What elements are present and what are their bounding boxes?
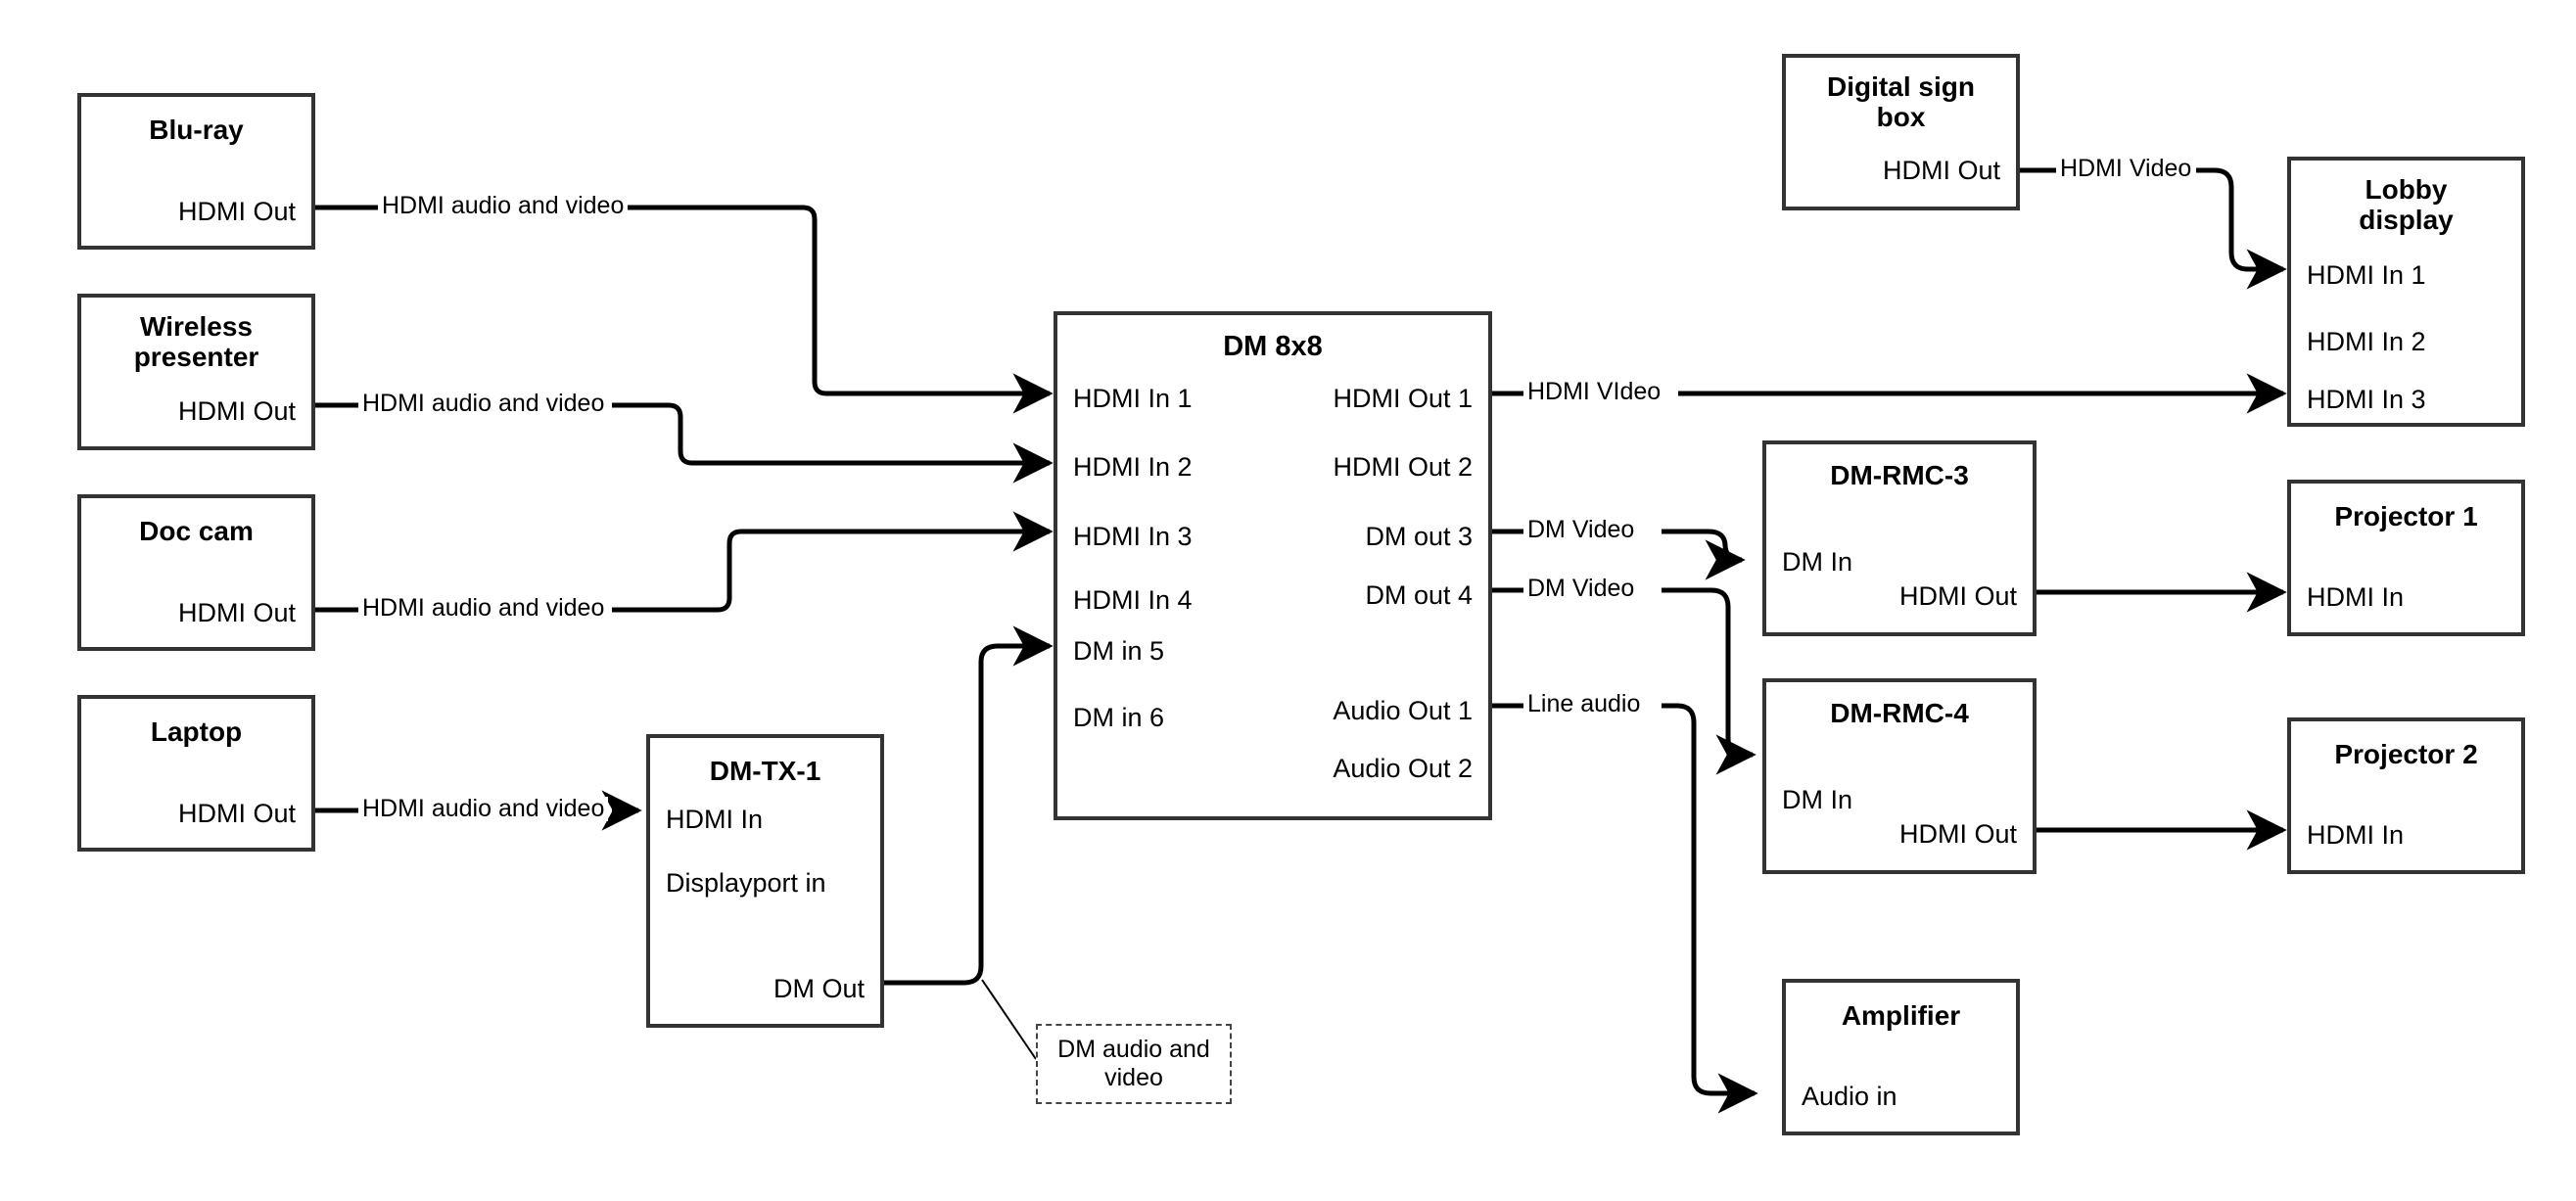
port-dm-out-4: DM out 4 [1365,580,1473,610]
node-title: Wireless presenter [133,311,259,373]
port-dm-out-3: DM out 3 [1365,522,1473,551]
edge-label-laptop: HDMI audio and video [358,797,609,821]
node-title: DM-TX-1 [709,756,821,786]
port-hdmi-in: HDMI In [666,805,764,834]
node-title: Doc cam [139,516,254,546]
note-dm-audio-and-video: DM audio and video [1036,1024,1232,1104]
edge-label-line-audio: Line audio [1523,692,1645,716]
node-title: Laptop [150,716,243,747]
port-hdmi-out: HDMI Out [177,799,296,828]
wire-doccam-to-dm-hdmi-in-3 [315,531,1050,613]
node-doc-cam[interactable]: Doc cam HDMI Out [77,494,315,651]
port-hdmi-in-1: HDMI In 1 [2307,260,2426,290]
port-hdmi-in: HDMI In [2307,582,2405,612]
node-title: Digital sign box [1827,71,1975,133]
port-hdmi-out-1: HDMI Out 1 [1333,384,1473,413]
port-hdmi-out-2: HDMI Out 2 [1333,452,1473,482]
node-projector-2[interactable]: Projector 2 HDMI In [2287,717,2525,874]
port-dm-in: DM In [1782,785,1853,814]
node-amplifier[interactable]: Amplifier Audio in [1782,979,2020,1135]
edge-label-doccam: HDMI audio and video [358,596,609,621]
node-title: Projector 2 [2334,739,2478,769]
port-dm-out: DM Out [773,974,865,1003]
port-hdmi-out: HDMI Out [177,197,296,226]
edge-label-hdmi-out-1: HDMI VIdeo [1523,380,1665,404]
port-audio-out-1: Audio Out 1 [1333,696,1473,725]
edge-label-sign-to-lobby: HDMI Video [2056,157,2196,181]
node-dm-tx-1[interactable]: DM-TX-1 HDMI In Displayport in DM Out [646,734,884,1028]
port-hdmi-out: HDMI Out [1898,819,2017,849]
edge-label-dm-out-3: DM Video [1523,518,1639,542]
node-dm-rmc-4[interactable]: DM-RMC-4 DM In HDMI Out [1762,678,2037,874]
node-title: Amplifier [1841,1000,1961,1031]
node-title: DM-RMC-3 [1830,460,1969,490]
port-hdmi-out: HDMI Out [1882,156,2000,185]
wire-dmtx1-to-dm-in-5 [884,625,1054,986]
node-laptop[interactable]: Laptop HDMI Out [77,695,315,852]
edge-label-bluray: HDMI audio and video [378,194,629,218]
node-dm-rmc-3[interactable]: DM-RMC-3 DM In HDMI Out [1762,440,2037,636]
node-title: DM-RMC-4 [1830,698,1969,728]
node-lobby-display[interactable]: Lobby display HDMI In 1 HDMI In 2 HDMI I… [2287,157,2525,427]
port-hdmi-in-2: HDMI In 2 [1073,452,1193,482]
wire-dm-out-3-to-rmc3 [1492,531,1742,560]
port-hdmi-in-1: HDMI In 1 [1073,384,1193,413]
node-title: Lobby display [2359,174,2454,236]
node-title: Blu-ray [149,115,244,145]
wire-dm-out-4-to-rmc4 [1492,587,1753,755]
port-hdmi-in-4: HDMI In 4 [1073,585,1193,615]
port-hdmi-out: HDMI Out [1898,581,2017,611]
port-hdmi-out: HDMI Out [177,396,296,426]
node-wireless-presenter[interactable]: Wireless presenter HDMI Out [77,294,315,450]
note-leader-line [981,979,1037,1060]
port-dm-in-6: DM in 6 [1073,703,1165,732]
port-hdmi-in-3: HDMI In 3 [1073,522,1193,551]
port-displayport-in: Displayport in [666,868,826,898]
edge-label-wireless: HDMI audio and video [358,392,609,416]
port-dm-in-5: DM in 5 [1073,636,1165,666]
port-hdmi-in-3: HDMI In 3 [2307,385,2426,414]
node-digital-sign-box[interactable]: Digital sign box HDMI Out [1782,54,2020,210]
node-projector-1[interactable]: Projector 1 HDMI In [2287,480,2525,636]
port-hdmi-in-2: HDMI In 2 [2307,327,2426,356]
node-title: DM 8x8 [1223,331,1323,362]
wire-bluray-to-dm-hdmi-in-1 [315,205,1050,393]
wire-wireless-to-dm-hdmi-in-2 [315,402,1050,463]
port-audio-out-2: Audio Out 2 [1333,754,1473,783]
wire-sign-to-lobby-hdmi-in-1 [2019,167,2283,269]
port-hdmi-in: HDMI In [2307,820,2405,850]
node-dm-8x8[interactable]: DM 8x8 HDMI In 1 HDMI In 2 HDMI In 3 HDM… [1054,311,1492,820]
port-hdmi-out: HDMI Out [177,598,296,627]
wire-audio-out-1-to-amplifier [1492,703,1755,1093]
port-audio-in: Audio in [1802,1082,1897,1111]
node-title: Projector 1 [2334,501,2478,531]
edge-label-dm-out-4: DM Video [1523,577,1639,601]
port-dm-in: DM In [1782,547,1853,577]
node-bluray[interactable]: Blu-ray HDMI Out [77,93,315,250]
